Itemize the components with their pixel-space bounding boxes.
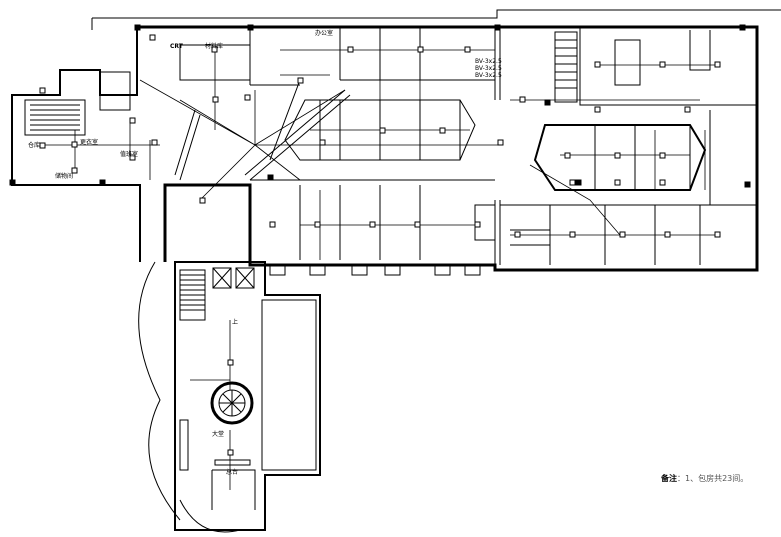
partition <box>250 179 757 265</box>
note-prefix: 备注 <box>661 474 677 483</box>
lower-wing-inner <box>261 299 317 471</box>
label-cable-3: BV-3x2.5 <box>475 72 502 79</box>
partition <box>614 30 711 86</box>
stair-left <box>24 99 86 136</box>
label-lobby: 大堂 <box>212 431 225 438</box>
label-room-d: 储物间 <box>55 173 74 180</box>
label-office: 办公室 <box>315 30 334 37</box>
lower-wing-wall <box>174 261 321 531</box>
lobby-column <box>179 419 189 471</box>
window-bays <box>269 264 481 276</box>
partition <box>249 27 757 106</box>
exterior-wall <box>11 27 141 262</box>
label-reception: 总台 <box>226 469 239 476</box>
columns <box>9 24 751 188</box>
stair-lower <box>179 267 255 321</box>
reception-desk <box>211 459 256 510</box>
corridor-wall <box>174 79 351 181</box>
label-stair-up: 上 <box>232 319 239 326</box>
stair-right <box>554 31 578 103</box>
partition <box>594 125 691 190</box>
label-material: 材料库 <box>205 43 224 50</box>
label-room-b: 更衣室 <box>80 139 99 146</box>
label-cable-2: BV-3x2.5 <box>475 65 502 72</box>
curved-facade <box>179 499 241 533</box>
exterior-wall <box>99 71 131 111</box>
drawing-note: 备注：1、包房共23间。 <box>661 473 748 484</box>
frame-line <box>92 9 781 19</box>
label-cable-1: BV-3x2.5 <box>475 58 502 65</box>
lobby-dome <box>210 381 254 425</box>
label-crt: CRT <box>170 43 183 50</box>
label-room-c: 值班室 <box>120 151 139 158</box>
curved-facade <box>138 261 181 521</box>
light-fixtures <box>39 34 721 456</box>
partition <box>179 44 251 81</box>
note-text: ：1、包房共23间。 <box>677 474 749 483</box>
label-room-a: 仓库 <box>28 142 41 149</box>
